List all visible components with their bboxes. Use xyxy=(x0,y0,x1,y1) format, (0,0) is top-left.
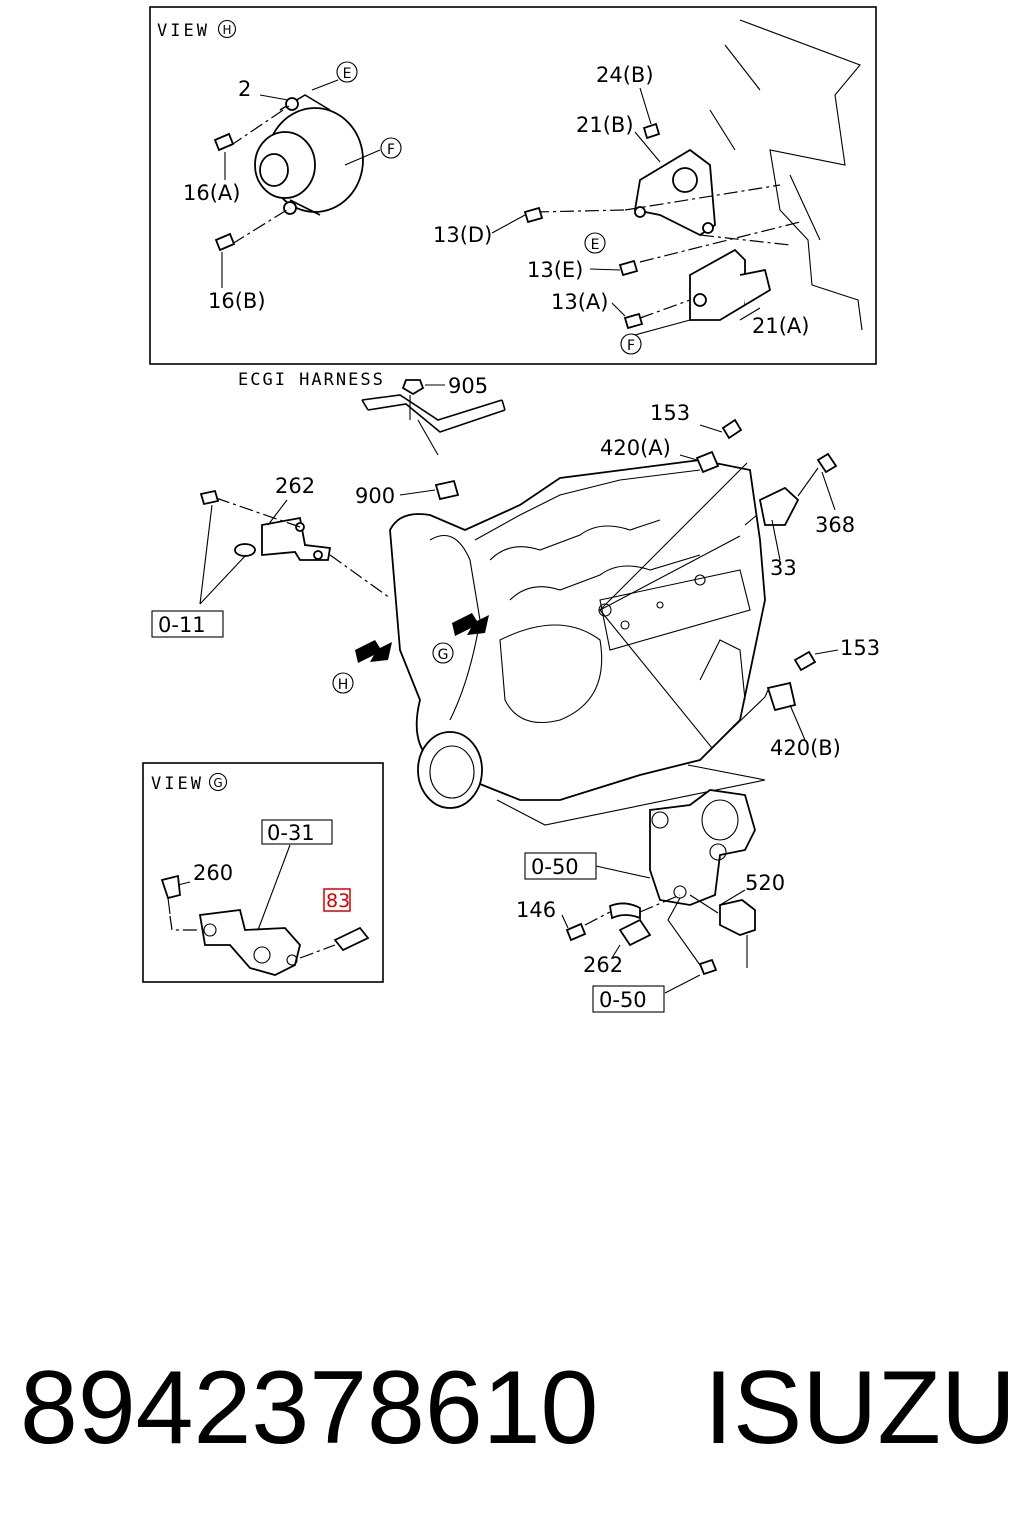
bolt-153-top xyxy=(721,418,743,440)
callout-13a: 13(A) xyxy=(551,290,608,314)
svg-text:0-50: 0-50 xyxy=(531,855,579,879)
svg-text:E: E xyxy=(343,66,352,82)
callout-21a: 21(A) xyxy=(752,314,809,338)
svg-text:0-11: 0-11 xyxy=(158,613,206,637)
bracket-420a xyxy=(695,450,720,474)
water-outlet xyxy=(649,789,756,906)
marker-h xyxy=(332,672,354,694)
view-h-marker: H xyxy=(222,23,231,37)
arrow-h-icon xyxy=(355,640,392,663)
svg-text:F: F xyxy=(387,142,395,158)
view-h-title: VIEW xyxy=(157,21,210,41)
callout-24b: 24(B) xyxy=(596,63,654,87)
svg-text:E: E xyxy=(591,237,600,253)
sensor-83 xyxy=(333,926,370,952)
svg-text:F: F xyxy=(627,338,635,354)
callout-33: 33 xyxy=(770,556,797,580)
marker-g xyxy=(432,642,454,664)
svg-text:0-50: 0-50 xyxy=(599,988,647,1012)
view-g-title: VIEW xyxy=(151,774,204,794)
harness-label: ECGI HARNESS xyxy=(238,370,385,390)
callout-153-top: 153 xyxy=(650,401,690,425)
ref-box-0-11 xyxy=(151,610,224,638)
callout-900: 900 xyxy=(355,484,395,508)
callout-262-bottom: 262 xyxy=(583,953,623,977)
callout-262: 262 xyxy=(275,474,315,498)
view-g-marker: G xyxy=(213,776,222,790)
callout-153-right: 153 xyxy=(840,636,880,660)
sensor-33 xyxy=(758,486,800,526)
svg-text:G: G xyxy=(438,647,449,663)
callout-520: 520 xyxy=(745,871,785,895)
callout-13d: 13(D) xyxy=(433,223,492,247)
callout-16b: 16(B) xyxy=(208,289,266,313)
callout-146: 146 xyxy=(516,898,556,922)
marker-f-left xyxy=(380,137,402,159)
part-number: 8942378610 xyxy=(20,1350,599,1466)
thermostat-housing xyxy=(198,909,301,976)
callout-2: 2 xyxy=(238,77,251,101)
sensor-260 xyxy=(160,874,181,900)
callout-420b: 420(B) xyxy=(770,736,841,760)
gasket-262 xyxy=(608,902,641,920)
callout-21b: 21(B) xyxy=(576,113,634,137)
callout-13e: 13(E) xyxy=(527,258,583,282)
callout-905: 905 xyxy=(448,374,488,398)
marker-e-left xyxy=(336,61,358,83)
bracket-420b xyxy=(766,681,797,712)
parts-diagram: VIEW H 2 16(A) 16(B) E F xyxy=(142,6,880,1013)
bracket-262-left xyxy=(234,516,332,561)
svg-text:0-31: 0-31 xyxy=(267,821,315,845)
arrow-g-icon xyxy=(452,613,489,636)
bracket-21b xyxy=(633,148,716,237)
callout-260: 260 xyxy=(193,861,233,885)
main-assembly: ECGI HARNESS 905 900 xyxy=(151,370,880,1013)
callout-16a: 16(A) xyxy=(183,181,240,205)
callout-83: 83 xyxy=(326,890,350,912)
view-h-panel: VIEW H 2 16(A) 16(B) E F xyxy=(149,6,877,365)
sensor-520 xyxy=(719,899,756,936)
svg-text:H: H xyxy=(338,677,349,693)
ref-box-0-50-lower xyxy=(592,985,665,1013)
bolt-153-right xyxy=(793,650,817,672)
engine-block xyxy=(389,459,766,826)
view-g-panel: VIEW G 0-31 260 83 xyxy=(142,762,384,983)
marker-e-right xyxy=(584,232,606,254)
alternator xyxy=(254,94,364,216)
nut-905 xyxy=(401,379,425,396)
bolt-146 xyxy=(565,922,587,942)
brand-name: ISUZU xyxy=(704,1350,1016,1466)
highlight-box-83 xyxy=(323,888,351,912)
marker-f-right xyxy=(620,333,642,355)
ref-box-0-31 xyxy=(261,819,333,845)
callout-368: 368 xyxy=(815,513,855,537)
callout-420a: 420(A) xyxy=(600,436,671,460)
fitting-900 xyxy=(434,479,460,501)
